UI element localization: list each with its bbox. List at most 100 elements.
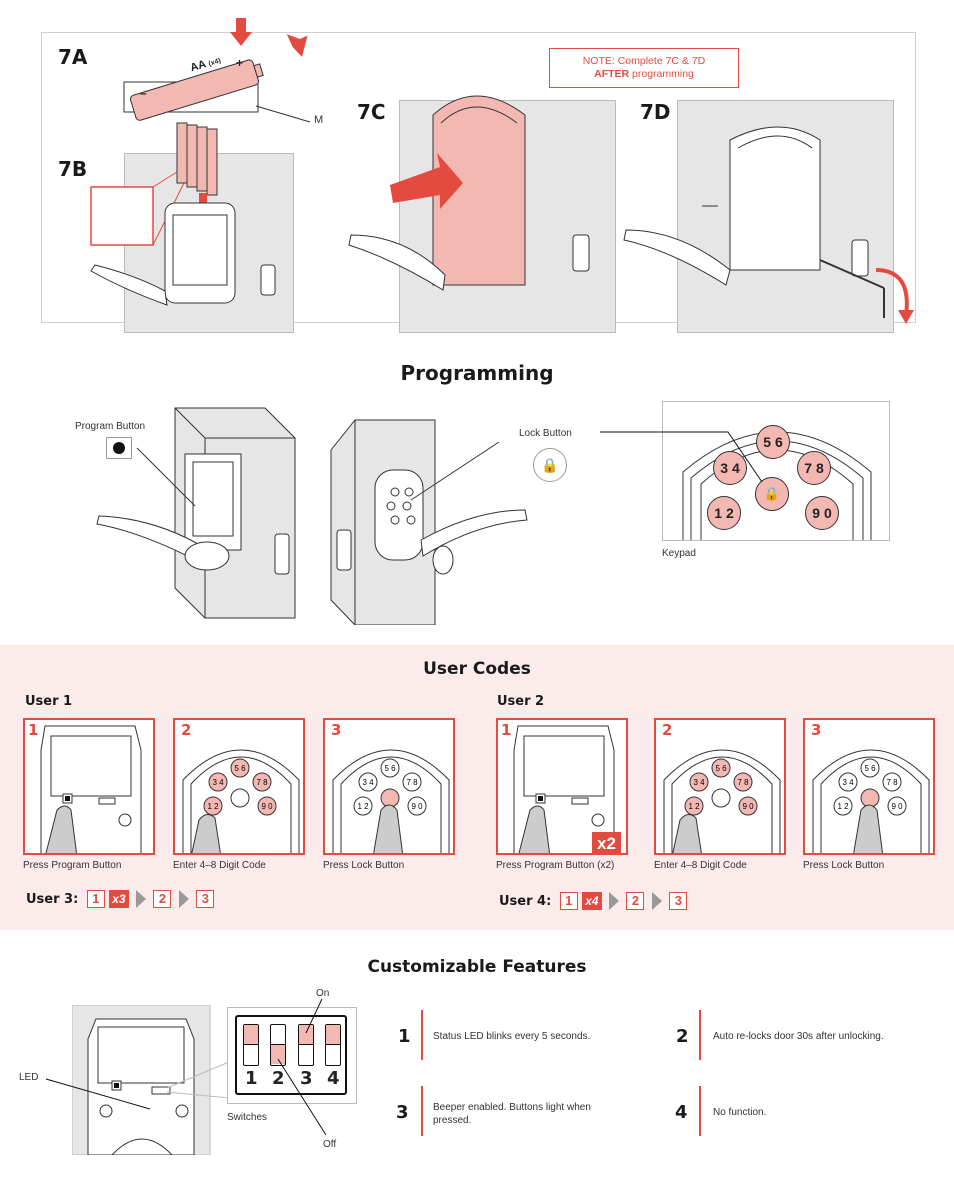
switch-4	[325, 1024, 341, 1066]
user3-sequence: User 3: 1 x3 2 3	[26, 890, 215, 910]
led-label: LED	[19, 1072, 39, 1083]
on-off-leaders	[277, 998, 327, 1136]
svg-text:3 4: 3 4	[693, 778, 705, 787]
keypad-label: Keypad	[662, 548, 696, 559]
svg-text:7 8: 7 8	[886, 778, 898, 787]
battery-minus: –	[140, 86, 147, 100]
lock-front-illustration	[96, 407, 296, 619]
switch-num-1: 1	[245, 1068, 258, 1089]
keypad-panel	[662, 401, 890, 541]
svg-text:5 6: 5 6	[715, 764, 727, 773]
svg-text:5 6: 5 6	[384, 764, 396, 773]
user-codes-band	[0, 645, 954, 930]
switch-block	[235, 1015, 347, 1095]
feature-1-bar	[421, 1010, 423, 1060]
led-leader-line	[45, 1078, 151, 1110]
step-label-7d: 7D	[640, 100, 671, 124]
switch-2	[270, 1024, 286, 1066]
key-56: 5 6	[756, 425, 790, 459]
lock-back-illustration	[330, 419, 528, 625]
switch-num-3: 3	[300, 1068, 313, 1089]
user1-step1-caption: Press Program Button	[23, 860, 122, 871]
svg-text:7 8: 7 8	[256, 778, 268, 787]
feature-1-text: Status LED blinks every 5 seconds.	[433, 1031, 591, 1042]
user2-step2-num: 2	[662, 721, 673, 739]
user2-step1-caption: Press Program Button (x2)	[496, 860, 615, 871]
user2-x2-badge: x2	[592, 832, 621, 855]
lock-button-icon: 🔒	[533, 448, 567, 482]
step-label-7b: 7B	[58, 157, 88, 181]
user1-step3-num: 3	[331, 721, 342, 739]
svg-text:5 6: 5 6	[864, 764, 876, 773]
user2-step1-box	[496, 718, 628, 855]
user2-step3-num: 3	[811, 721, 822, 739]
user1-step1-box	[23, 718, 155, 855]
switch-3	[298, 1024, 314, 1066]
feature-2-text: Auto re-locks door 30s after unlocking.	[713, 1031, 884, 1042]
feature-2-num: 2	[676, 1026, 689, 1047]
svg-text:7 8: 7 8	[406, 778, 418, 787]
switch-callout-lines	[166, 1061, 230, 1099]
user4-step1: 1	[559, 892, 578, 910]
keypad-drawing: 5 6 3 4 7 8 1 2 9 0	[812, 749, 930, 853]
keypad-drawing: 5 6 3 4 7 8 1 2 9 0	[182, 749, 300, 853]
user4-step2: 2	[626, 892, 645, 910]
programming-title: Programming	[400, 361, 554, 385]
arrow-icon	[609, 892, 620, 910]
feature-3-bar	[421, 1086, 423, 1136]
svg-text:3 4: 3 4	[212, 778, 224, 787]
program-button-label: Program Button	[75, 421, 146, 432]
user2-title: User 2	[497, 694, 545, 709]
svg-text:9 0: 9 0	[261, 802, 273, 811]
feature-3-num: 3	[396, 1102, 409, 1123]
user3-step1: 1	[86, 890, 105, 908]
user1-title: User 1	[25, 694, 73, 709]
lock-glyph-icon: 🔒	[541, 457, 559, 473]
illustration-7c	[348, 95, 590, 291]
key-lock: 🔒	[755, 477, 789, 511]
key-34: 3 4	[713, 451, 747, 485]
user3-step2: 2	[153, 890, 172, 908]
user3-step3: 3	[196, 890, 215, 908]
note-rest: programming	[629, 68, 694, 80]
panel-drawing	[513, 725, 615, 853]
user2-step2-box: 5 6 3 4 7 8 1 2 9 0	[654, 718, 786, 855]
step-label-7a: 7A	[58, 45, 88, 69]
user3-label: User 3:	[26, 891, 79, 907]
user2-step3-caption: Press Lock Button	[803, 860, 885, 871]
battery-plus: +	[236, 56, 244, 70]
switch-num-4: 4	[327, 1068, 340, 1089]
svg-text:9 0: 9 0	[411, 802, 423, 811]
user1-step2-caption: Enter 4–8 Digit Code	[173, 860, 266, 871]
user4-label: User 4:	[499, 893, 552, 909]
user1-step3-box: 5 6 3 4 7 8 1 2 9 0	[323, 718, 455, 855]
key-12: 1 2	[707, 496, 741, 530]
feature-3-text: Beeper enabled. Buttons light when press…	[433, 1102, 591, 1126]
program-button-icon	[106, 437, 132, 459]
user-codes-title: User Codes	[423, 659, 531, 679]
svg-text:1 2: 1 2	[837, 802, 849, 811]
feature-2-bar	[699, 1010, 701, 1060]
key-90: 9 0	[805, 496, 839, 530]
illustration-7d	[623, 126, 914, 324]
features-title: Customizable Features	[367, 957, 587, 977]
arrow-icon	[136, 890, 147, 908]
user3-times: x3	[109, 890, 129, 908]
feature-4-bar	[699, 1086, 701, 1136]
step-label-7c: 7C	[357, 100, 386, 124]
keypad-drawing: 5 6 3 4 7 8 1 2 9 0	[332, 749, 450, 853]
keypad-drawing: 5 6 3 4 7 8 1 2 9 0	[663, 749, 781, 853]
switch-1	[243, 1024, 259, 1066]
key-78: 7 8	[797, 451, 831, 485]
feature-1-num: 1	[398, 1026, 411, 1047]
feature-4-num: 4	[675, 1102, 688, 1123]
user4-sequence: User 4: 1 x4 2 3	[499, 892, 688, 912]
svg-text:3 4: 3 4	[362, 778, 374, 787]
panel-drawing	[40, 725, 142, 853]
battery-illustration	[123, 18, 311, 123]
m-label: M	[314, 114, 324, 126]
svg-text:7 8: 7 8	[737, 778, 749, 787]
user1-step1-num: 1	[28, 721, 39, 739]
lock-leader-line	[600, 431, 763, 483]
svg-text:1 2: 1 2	[688, 802, 700, 811]
